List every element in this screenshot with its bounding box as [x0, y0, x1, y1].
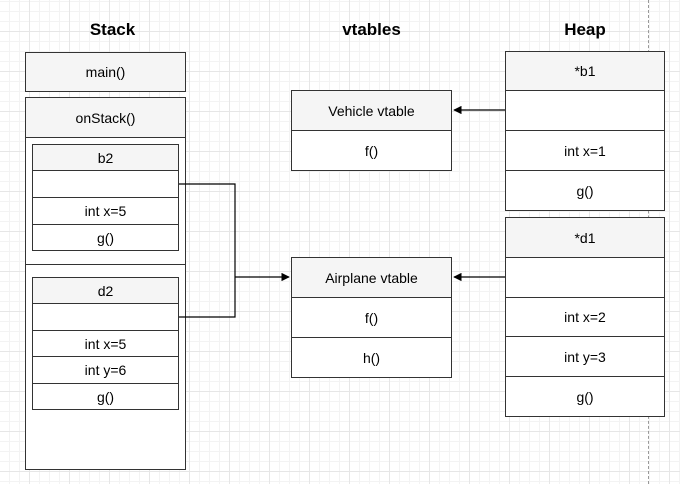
b2-field-x[interactable]: int x=5: [32, 197, 179, 225]
b2-title[interactable]: b2: [32, 144, 179, 171]
heap-header: Heap: [564, 20, 606, 39]
vehicle-vtable-f[interactable]: f(): [291, 130, 452, 171]
d1-field-y[interactable]: int y=3: [505, 336, 665, 377]
d2-field-x[interactable]: int x=5: [32, 330, 179, 357]
b1-method-g[interactable]: g(): [505, 170, 665, 211]
d2-vptr-connector: [179, 277, 236, 318]
onstack-frame-title: onStack(): [25, 97, 186, 138]
d1-title[interactable]: *d1: [505, 217, 665, 258]
d1-field-x[interactable]: int x=2: [505, 297, 665, 337]
b2-method-g[interactable]: g(): [32, 224, 179, 251]
main-frame[interactable]: main(): [25, 52, 186, 92]
vehicle-vtable-title[interactable]: Vehicle vtable: [291, 90, 452, 131]
b2-vptr[interactable]: [32, 170, 179, 198]
d2-method-g[interactable]: g(): [32, 383, 179, 410]
d2-field-y[interactable]: int y=6: [32, 356, 179, 384]
b1-title[interactable]: *b1: [505, 51, 665, 91]
stack-header: Stack: [89, 20, 136, 39]
b1-field-x[interactable]: int x=1: [505, 130, 665, 171]
b1-vptr[interactable]: [505, 90, 665, 131]
d2-vptr[interactable]: [32, 303, 179, 331]
airplane-vtable-h[interactable]: h(): [291, 337, 452, 378]
airplane-vtable-title[interactable]: Airplane vtable: [291, 257, 452, 298]
d1-vptr[interactable]: [505, 257, 665, 298]
d2-title[interactable]: d2: [32, 277, 179, 304]
vtables-header: vtables: [342, 20, 401, 39]
b2-vptr-connector: [179, 183, 236, 277]
d1-method-g[interactable]: g(): [505, 376, 665, 417]
airplane-vtable-f[interactable]: f(): [291, 297, 452, 338]
